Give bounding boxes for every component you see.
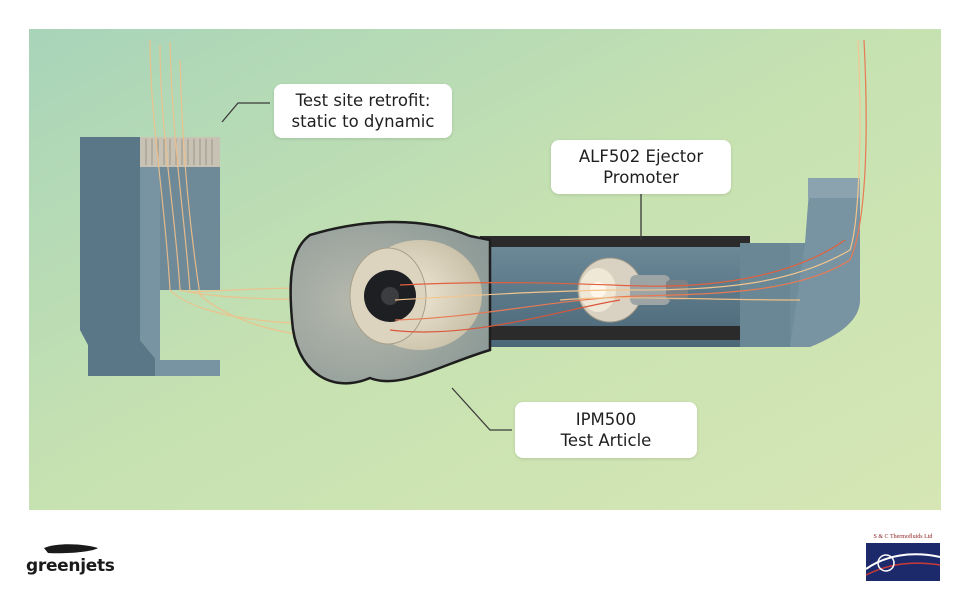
callout-ejector-line2: Promoter [603,167,679,188]
test-article-engine [350,240,482,350]
callout-article-line2: Test Article [561,430,652,451]
greenjets-wordmark: greenjets [26,556,115,576]
callout-ejector-line1: ALF502 Ejector [579,146,703,167]
sc-thermofluids-logo [864,533,942,583]
callout-ejector-promoter: ALF502 Ejector Promoter [551,140,731,194]
callout-article-line1: IPM500 [576,409,637,430]
callout-site-line1: Test site retrofit: [296,90,431,111]
sc-thermofluids-name: S & C Thermofluids Ltd [864,534,942,540]
callout-site-line2: static to dynamic [292,111,435,132]
callout-test-site-retrofit: Test site retrofit: static to dynamic [274,84,452,138]
callout-test-article: IPM500 Test Article [515,402,697,458]
